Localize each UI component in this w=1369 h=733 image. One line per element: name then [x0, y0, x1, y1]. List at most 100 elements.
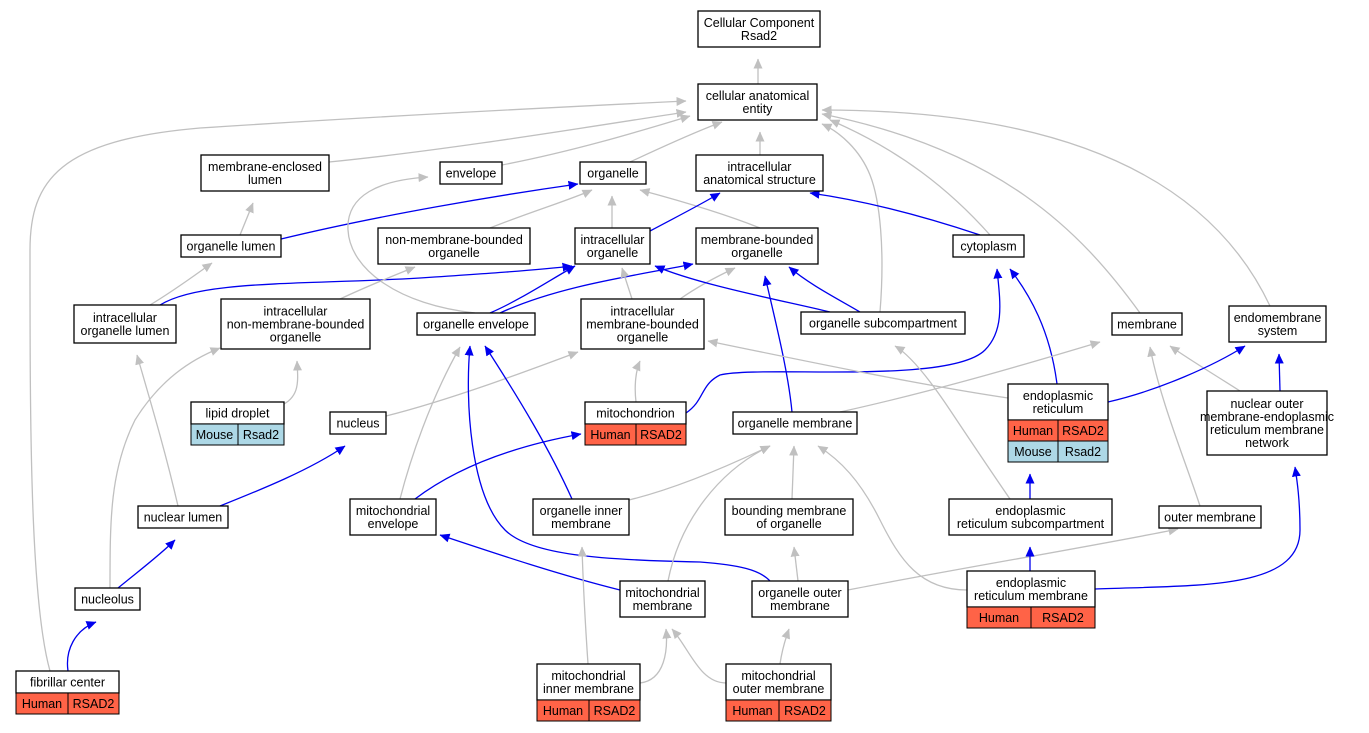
edge-er-subcompartment-to-organelle-subcompartment	[894, 345, 1011, 500]
edge-intracellular-membrane-bounded-organelle-to-intracellular-organelle	[620, 267, 633, 300]
node-nuclear-outer-membrane-er-network[interactable]: nuclear outermembrane-endoplasmicreticul…	[1200, 390, 1334, 456]
node-label-line: endoplasmic	[996, 576, 1066, 590]
edge-membrane-to-cellular-anatomical-entity	[821, 111, 1141, 314]
edge-membrane-bounded-organelle-to-organelle	[639, 188, 761, 229]
node-label-line: membrane	[1117, 318, 1177, 332]
edge-intracellular-organelle-lumen-to-organelle-lumen	[149, 262, 213, 306]
node-label-line: organelle	[731, 246, 782, 260]
node-label-line: lipid droplet	[206, 407, 270, 421]
edge-non-membrane-bounded-organelle-to-organelle	[489, 189, 593, 229]
edge-nucleolus-to-nuclear-lumen	[117, 539, 176, 589]
edge-organelle-subcompartment-to-cellular-anatomical-entity	[821, 123, 883, 313]
species-label: Human	[1013, 424, 1053, 438]
node-label-line: reticulum	[1033, 402, 1084, 416]
node-organelle-membrane[interactable]: organelle membrane	[732, 411, 858, 435]
node-intracellular-non-membrane-bounded-organelle[interactable]: intracellularnon-membrane-boundedorganel…	[220, 298, 371, 350]
species-tag-human: Human RSAD2	[725, 699, 832, 722]
node-nuclear-lumen[interactable]: nuclear lumen	[137, 505, 229, 529]
node-label-line: membrane-bounded	[586, 318, 699, 332]
node-label-line: organelle lumen	[187, 240, 276, 254]
node-nucleolus[interactable]: nucleolus	[74, 587, 141, 611]
edge-mitochondrion-to-cytoplasm	[685, 268, 1003, 414]
species-label: Human	[543, 704, 583, 718]
gene-label: Rsad2	[243, 428, 279, 442]
node-organelle-lumen[interactable]: organelle lumen	[180, 234, 282, 258]
node-label-line: reticulum subcompartment	[957, 517, 1105, 531]
edge-nucleolus-to-intracellular-non-membrane-bounded-organelle	[109, 347, 221, 589]
node-label-line: mitochondrial	[551, 669, 625, 683]
gene-label: RSAD2	[73, 697, 115, 711]
node-cytoplasm[interactable]: cytoplasm	[952, 234, 1025, 258]
edge-mitochondrial-outer-membrane-to-mitochondrial-membrane	[671, 628, 727, 684]
node-label-line: endoplasmic	[1023, 389, 1093, 403]
node-outer-membrane[interactable]: outer membrane	[1158, 505, 1262, 529]
node-label-line: inner membrane	[543, 682, 634, 696]
node-label-line: intracellular	[93, 311, 157, 325]
node-membrane[interactable]: membrane	[1111, 312, 1183, 336]
edge-er-membrane-to-nuclear-outer-membrane-er-network	[1094, 466, 1301, 590]
node-label-line: organelle subcompartment	[809, 317, 958, 331]
edge-mitochondrial-inner-membrane-to-organelle-inner-membrane	[577, 546, 589, 665]
node-label-line: organelle	[587, 246, 638, 260]
node-label-line: organelle	[587, 167, 638, 181]
node-label-line: organelle	[617, 331, 668, 345]
node-envelope[interactable]: envelope	[439, 161, 503, 185]
edge-organelle-lumen-to-membrane-enclosed-lumen	[239, 202, 254, 236]
node-label-line: Rsad2	[741, 29, 777, 43]
node-label-line: membrane	[770, 599, 830, 613]
edge-organelle-to-cellular-anatomical-entity	[629, 121, 723, 163]
node-label-line: organelle envelope	[423, 318, 529, 332]
node-label-line: cytoplasm	[960, 240, 1016, 254]
node-label-line: anatomical structure	[703, 173, 816, 187]
node-label-line: organelle membrane	[738, 417, 853, 431]
species-label: Mouse	[196, 428, 234, 442]
node-organelle-subcompartment[interactable]: organelle subcompartment	[800, 311, 966, 335]
species-label: Human	[732, 704, 772, 718]
edges-layer	[29, 58, 1301, 684]
edge-intracellular-organelle-lumen-to-intracellular-organelle	[159, 262, 573, 306]
node-organelle[interactable]: organelle	[579, 161, 647, 185]
node-label-line: mitochondrial	[625, 586, 699, 600]
edge-organelle-outer-membrane-to-bounding-membrane-of-organelle	[790, 546, 800, 582]
species-label: Mouse	[1014, 445, 1052, 459]
node-label-line: envelope	[368, 517, 419, 531]
gene-label: RSAD2	[784, 704, 826, 718]
edge-organelle-inner-membrane-to-organelle-membrane	[628, 445, 771, 501]
node-organelle-envelope[interactable]: organelle envelope	[416, 312, 536, 336]
edge-nuclear-lumen-to-nucleus	[219, 445, 346, 507]
node-label-line: membrane-endoplasmic	[1200, 410, 1334, 424]
node-nucleus[interactable]: nucleus	[329, 411, 387, 435]
edge-organelle-membrane-to-membrane-bounded-organelle	[762, 275, 793, 413]
edge-organelle-lumen-to-organelle	[280, 180, 579, 240]
node-label-line: intracellular	[581, 233, 645, 247]
node-label-line: Cellular Component	[704, 16, 815, 30]
edge-mitochondrial-envelope-to-organelle-envelope	[399, 346, 461, 500]
edge-fibrillar-center-to-cellular-anatomical-entity	[29, 96, 687, 672]
